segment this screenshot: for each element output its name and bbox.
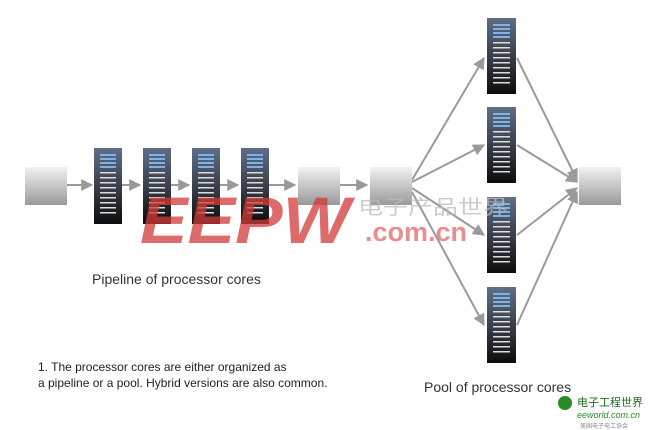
- pool-core-2: [487, 107, 516, 183]
- pool-input-box: [370, 167, 412, 205]
- pool-core-3: [487, 197, 516, 273]
- pipeline-core-1: [94, 148, 122, 224]
- pipeline-core-4: [241, 148, 269, 224]
- pipeline-input-box: [25, 167, 67, 205]
- caption-line-2: a pipeline or a pool. Hybrid versions ar…: [38, 376, 328, 390]
- watermark-chinese: 电子产品世界: [358, 195, 508, 219]
- pool-arrow-out-4: [411, 191, 485, 327]
- pool-arrow-in-1: [516, 57, 578, 182]
- watermark-domain: .com.cn: [365, 217, 467, 247]
- caption-note: 1. The processor cores are either organi…: [38, 359, 327, 391]
- pipeline-label: Pipeline of processor cores: [92, 271, 261, 287]
- pool-output-box: [579, 167, 621, 205]
- pool-arrow-in-3: [516, 187, 578, 236]
- eepw-watermark: EEPW .com.cn 电子产品世界: [140, 183, 508, 257]
- pool-arrow-out-3: [411, 187, 486, 236]
- corner-domain-text: eeworld.com.cn: [577, 410, 640, 420]
- pool-arrow-out-2: [411, 144, 486, 183]
- pool-arrow-in-2: [516, 144, 579, 183]
- pool-core-1: [487, 18, 516, 94]
- corner-logo-text: 电子工程世界: [577, 396, 643, 409]
- pipeline-output-box: [298, 167, 340, 205]
- pool-label: Pool of processor cores: [424, 379, 572, 395]
- caption-line-1: 1. The processor cores are either organi…: [38, 360, 287, 374]
- pipeline-core-2: [143, 148, 171, 224]
- pipeline-core-3: [192, 148, 220, 224]
- pool-arrow-in-4: [516, 190, 579, 326]
- corner-sub-text: 美国电子电工协会: [580, 422, 628, 430]
- watermark-eepw: EEPW: [140, 183, 355, 257]
- eeworld-logo: 电子工程世界 eeworld.com.cn 美国电子电工协会: [558, 396, 643, 430]
- pool-arrow-out-1: [411, 56, 485, 181]
- pool-core-4: [487, 287, 516, 363]
